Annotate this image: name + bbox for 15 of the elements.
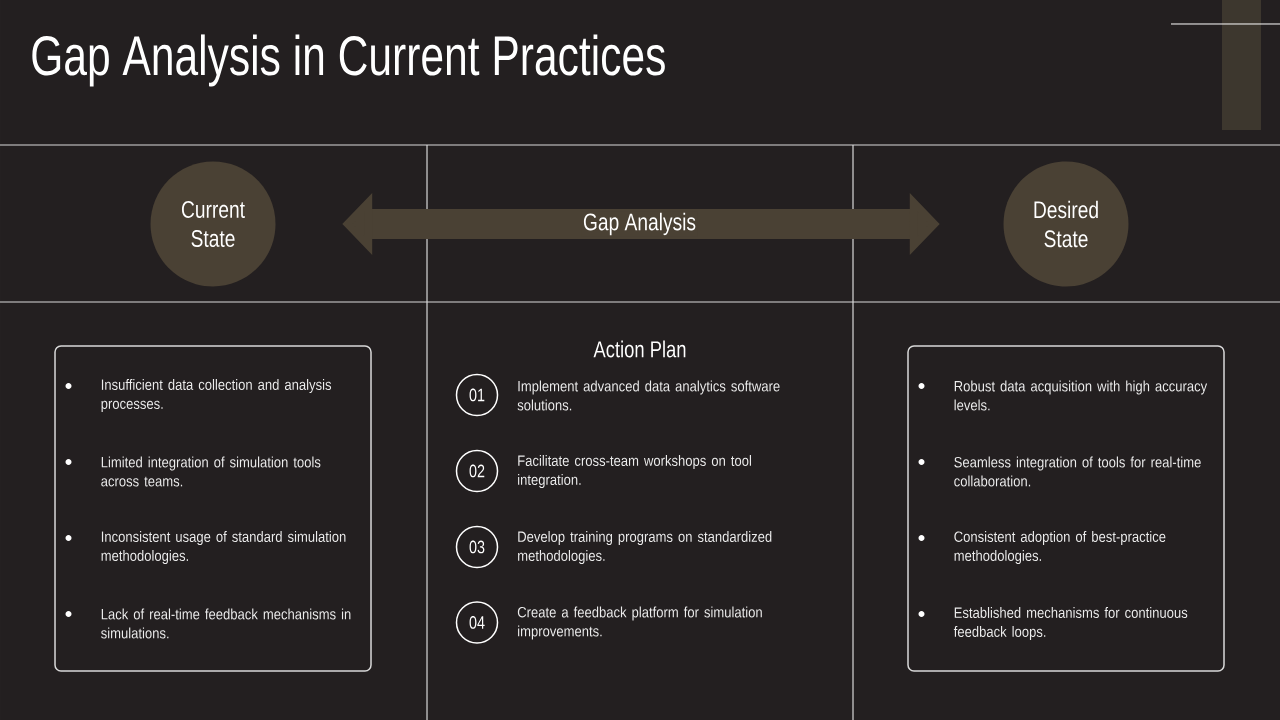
edge-label: Gap Analysis [581, 211, 698, 237]
bullet-text: Limited integration of simulation tools across teams. [101, 456, 321, 487]
bullet-text: Consistent adoption of best-practice methodologies. [954, 531, 1166, 564]
column-heading: Action Plan [593, 340, 686, 358]
bullet-text: Robust data acquisition with high accuracy levels. [954, 380, 1208, 411]
step-text: Facilitate cross-team workshops on tool integration. [518, 455, 751, 488]
bullet-text: Established mechanisms for continuous feedback loops. [953, 607, 1188, 640]
step-text: Implement advanced data analytics software solutions. [517, 380, 780, 411]
bullet-text: Seamless integration of tools for real-time collaboration. [954, 456, 1201, 487]
bullet-text: Insufficient data collection and analysis processes. [101, 379, 332, 412]
step-text: Create a feedback platform for simulation improvements. [517, 606, 762, 640]
bullet-text: Inconsistent usage of standard simulation methodologies. [101, 531, 346, 564]
title: Gap Analysis in Current Practices [32, 34, 665, 87]
bullet-text: Lack of real-time feedback mechanisms in simulations. [101, 608, 351, 639]
step-text: Develop training programs on standardized methodologies. [518, 531, 772, 564]
